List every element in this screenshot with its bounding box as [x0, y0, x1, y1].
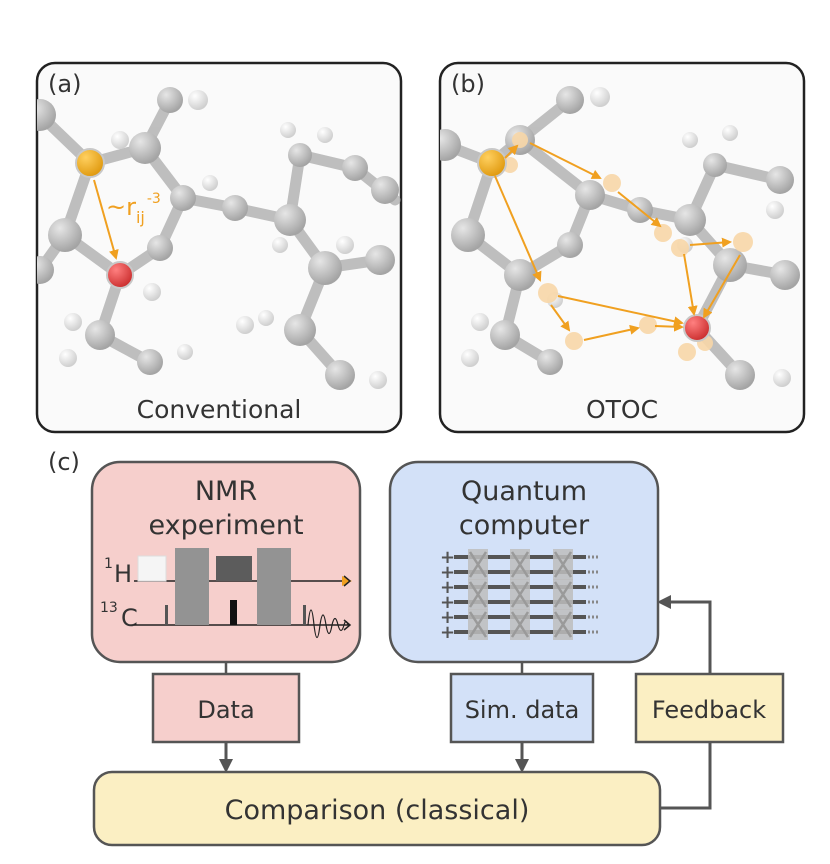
qubit-init-marker: +: [440, 547, 455, 568]
gate-cross-mark: [510, 611, 530, 638]
qubit-init-marker: +: [440, 562, 455, 583]
otoc-arrows: [494, 142, 741, 341]
nmr-title-line2: experiment: [148, 510, 303, 541]
h-mass-number: 1: [104, 556, 113, 572]
gate-cross-mark: [468, 581, 488, 608]
intermediate-spins: [502, 132, 753, 361]
comparison-label: Comparison (classical): [225, 795, 530, 826]
c-mass-number: 13: [100, 600, 118, 616]
gate-cross-mark: [510, 581, 530, 608]
h-channel-label: H: [114, 560, 132, 588]
coupling-prefix: ~r: [106, 193, 136, 221]
panel-a-caption: Conventional: [137, 395, 302, 424]
pulse-sequence: 1 H 13 C: [100, 548, 352, 639]
target-spin-b: [683, 314, 711, 342]
quantum-title-line2: computer: [459, 510, 590, 541]
coupling-formula: ~rij-3: [106, 191, 161, 227]
pulse-block-1: [175, 548, 209, 625]
quantum-computer-box: Quantum computer ++++++: [388, 460, 660, 664]
panel-b-tag: (b): [451, 70, 485, 98]
panel-b-caption: OTOC: [586, 395, 658, 424]
gate-cross-mark: [553, 551, 573, 578]
panel-c-tag: (c): [48, 448, 80, 476]
gate-cross-mark: [553, 581, 573, 608]
c-channel-label: C: [121, 604, 138, 632]
fid-signal: [307, 609, 349, 639]
dipolar-coupling-arrow: [93, 179, 119, 260]
feedback-arrow: [657, 595, 712, 674]
quantum-circuit: ++++++: [440, 547, 598, 643]
qubit-init-marker: +: [440, 622, 455, 643]
data-label: Data: [197, 696, 254, 724]
gate-cross-mark: [510, 551, 530, 578]
panel-a-tag: (a): [48, 70, 81, 98]
gate-cross-mark: [468, 551, 488, 578]
target-spin: [106, 261, 134, 289]
source-spin-b: [477, 148, 507, 178]
coupling-superscript: -3: [147, 191, 161, 207]
panel-b: (b) OTOC: [438, 61, 806, 434]
feedback-label: Feedback: [652, 696, 766, 724]
h-pulse-2: [216, 556, 252, 581]
gate-cross-mark: [468, 611, 488, 638]
quantum-title-line1: Quantum: [461, 476, 587, 507]
feedback-box: [634, 672, 785, 744]
sim-data-box: [449, 672, 595, 744]
sim-data-label: Sim. data: [465, 696, 580, 724]
pulse-block-2: [257, 548, 291, 625]
c-pulse-thin-2: [303, 605, 306, 625]
molecule-b: [440, 86, 800, 390]
h-pulse-1: [137, 555, 167, 582]
qubit-init-marker: +: [440, 607, 455, 628]
coupling-subscript: ij: [136, 208, 145, 227]
qubit-init-marker: +: [440, 577, 455, 598]
c-pulse-black: [230, 600, 237, 625]
data-box: [151, 672, 301, 744]
feedback-line-lower: [660, 742, 712, 810]
nmr-title-line1: NMR: [195, 476, 257, 507]
nmr-experiment-box: NMR experiment 1 H 13 C: [90, 460, 362, 664]
gate-cross-mark: [553, 611, 573, 638]
source-spin: [75, 148, 105, 178]
c-pulse-thin-1: [165, 605, 168, 625]
panel-c: (c) NMR experiment 1 H 13 C: [48, 448, 785, 847]
molecule-a: [37, 87, 401, 390]
qubit-init-marker: +: [440, 592, 455, 613]
panel-a: (a) ~rij-3 Conventional: [35, 61, 403, 434]
